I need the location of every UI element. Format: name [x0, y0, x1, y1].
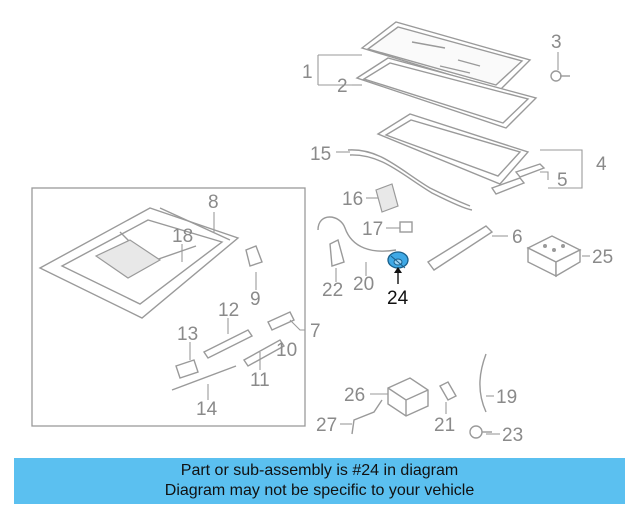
- label-3: 3: [551, 32, 562, 53]
- banner-line-2: Diagram may not be specific to your vehi…: [164, 482, 475, 499]
- part-26[interactable]: [387, 377, 429, 417]
- label-2: 2: [337, 76, 348, 97]
- drain-part[interactable]: [375, 183, 399, 213]
- glass-panel[interactable]: [360, 21, 532, 91]
- label-25: 25: [592, 247, 613, 268]
- label-8: 8: [208, 192, 219, 213]
- label-4: 4: [596, 154, 607, 175]
- part-24-highlight[interactable]: [387, 251, 409, 269]
- slider-parts[interactable]: [490, 163, 546, 195]
- label-23: 23: [502, 425, 523, 446]
- label-17: 17: [362, 219, 383, 240]
- part-13[interactable]: [175, 359, 199, 379]
- label-13: 13: [177, 324, 198, 345]
- clip-part[interactable]: [399, 221, 413, 233]
- label-26: 26: [344, 385, 365, 406]
- label-6: 6: [512, 227, 523, 248]
- glass-seal[interactable]: [355, 57, 538, 129]
- label-22: 22: [322, 280, 343, 301]
- label-16: 16: [342, 189, 363, 210]
- parts-diagram: 1 2 3 4 5 6 7 8 9 10 11 12 13 14 15 16 1…: [31, 21, 613, 446]
- label-24: 24: [387, 288, 409, 309]
- guide-rail[interactable]: [426, 225, 494, 271]
- bracket-part[interactable]: [329, 238, 345, 267]
- weatherstrip-part[interactable]: [347, 149, 473, 211]
- part-11[interactable]: [242, 339, 286, 367]
- part-19[interactable]: [479, 353, 487, 413]
- sunroof-frame[interactable]: [38, 207, 240, 319]
- label-19: 19: [496, 387, 517, 408]
- part-23[interactable]: [469, 425, 492, 439]
- part-27[interactable]: [351, 399, 383, 435]
- part-14[interactable]: [171, 365, 237, 391]
- label-27: 27: [316, 415, 337, 436]
- label-11: 11: [250, 370, 270, 391]
- label-20: 20: [353, 274, 374, 295]
- info-banner: Part or sub-assembly is #24 in diagram D…: [14, 458, 625, 504]
- label-18: 18: [172, 226, 193, 247]
- banner-line-1: Part or sub-assembly is #24 in diagram: [180, 462, 459, 479]
- label-14: 14: [196, 399, 218, 420]
- part-10[interactable]: [267, 311, 295, 331]
- leader-lines: [181, 52, 590, 435]
- label-15: 15: [310, 144, 331, 165]
- label-5: 5: [557, 170, 568, 191]
- part-24-arrow: [394, 267, 402, 273]
- sunshade-frame[interactable]: [376, 113, 530, 185]
- label-21: 21: [434, 415, 455, 436]
- part-21[interactable]: [439, 381, 457, 401]
- motor-unit[interactable]: [526, 235, 582, 278]
- drive-cable[interactable]: [317, 216, 397, 252]
- bolt-part[interactable]: [550, 70, 570, 82]
- label-7: 7: [310, 321, 321, 342]
- part-9[interactable]: [245, 245, 263, 267]
- part-12[interactable]: [202, 329, 254, 359]
- sub-assembly-box: [31, 187, 306, 427]
- label-1: 1: [302, 62, 313, 83]
- label-10: 10: [276, 340, 297, 361]
- label-12: 12: [218, 300, 239, 321]
- label-9: 9: [250, 289, 261, 310]
